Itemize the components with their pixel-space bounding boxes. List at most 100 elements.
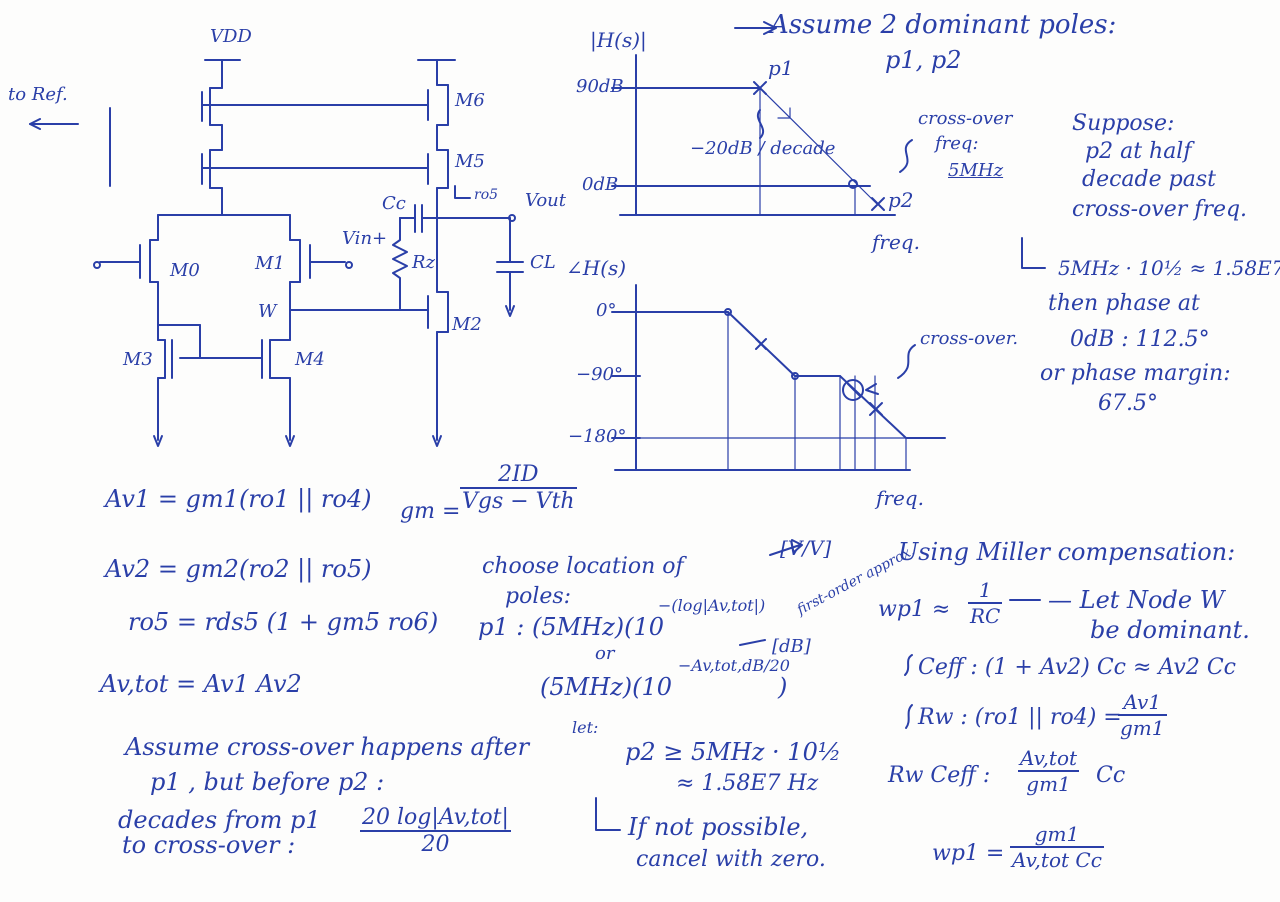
- gm-eq-den: Vgs − Vth: [462, 489, 575, 514]
- pole-p1-label: p1: [768, 56, 794, 80]
- phase-at-0db-line2: 0dB : 112.5°: [1070, 327, 1210, 352]
- m3-label: M3: [123, 349, 153, 370]
- wp1-final-lhs: wp1 =: [932, 841, 1005, 866]
- node-w-note-line2: be dominant.: [1090, 616, 1250, 644]
- mag-0db-tick: 0dB: [582, 174, 619, 195]
- to-ref-label: to Ref.: [8, 84, 68, 105]
- bode-phase-plot: [611, 284, 946, 471]
- phase-minus90-tick: −90°: [576, 364, 623, 385]
- vout-label: Vout: [525, 190, 567, 211]
- crossover-note-line2: p1 , but before p2 :: [150, 768, 385, 796]
- p2-inequality: p2 ≥ 5MHz · 10½: [625, 738, 842, 766]
- crossover-frac-num: 20 log|Av,tot|: [360, 805, 511, 832]
- p1-expression-a: p1 : (5MHz)(10: [478, 613, 665, 641]
- phase-minus180-tick: −180°: [568, 426, 627, 447]
- gm-eq-lhs: gm =: [400, 499, 461, 524]
- p1-exponent-b: −Av,tot,dB/20: [678, 656, 790, 675]
- m1-label: M1: [255, 253, 285, 274]
- rz-label: Rz: [412, 252, 436, 273]
- p2-value: ≈ 1.58E7 Hz: [676, 771, 819, 796]
- rwceff-fraction: Av,tot gm1: [1018, 746, 1080, 796]
- vin-plus-label: Vin+: [342, 228, 388, 249]
- av2-equation: Av2 = gm2(ro2 || ro5): [105, 555, 372, 583]
- unit-db-label: [dB]: [772, 636, 811, 657]
- rwceff-den: gm1: [1026, 772, 1071, 796]
- assume-note-line1: Assume 2 dominant poles:: [770, 10, 1117, 40]
- phase-crossover-label: cross-over.: [920, 328, 1019, 349]
- avtot-equation: Av,tot = Av1 Av2: [100, 670, 302, 698]
- crossover-note-line4: to cross-over :: [122, 831, 296, 859]
- crossover-freq-value: 5MHz: [948, 160, 1004, 181]
- phase-xlabel: freq.: [876, 486, 924, 510]
- mag-xlabel: freq.: [872, 230, 920, 254]
- phase-ylabel: ∠H(s): [566, 256, 627, 280]
- gm-eq-num: 2ID: [460, 462, 577, 489]
- cancel-note-line2: cancel with zero.: [636, 847, 826, 872]
- wp1-approx-den: RC: [970, 604, 1001, 628]
- phase-margin-line1: or phase margin:: [1040, 361, 1231, 386]
- rw-fraction: Av1 gm1: [1118, 690, 1167, 740]
- bode-magnitude-plot: [611, 21, 913, 216]
- ro5-label: ro5: [474, 187, 499, 203]
- node-w-note-line1: — Let Node W: [1048, 586, 1225, 614]
- pole-p2-label: p2: [888, 188, 914, 212]
- suppose-note-line4: cross-over freq.: [1072, 197, 1248, 222]
- miller-title: Using Miller compensation:: [898, 538, 1236, 566]
- av1-equation: Av1 = gm1(ro1 || ro4): [105, 485, 372, 513]
- m0-label: M0: [170, 260, 200, 281]
- p1-exponent-a: −(log|Av,tot|): [658, 596, 766, 615]
- wp1-final-den: Av,tot Cc: [1012, 848, 1102, 872]
- poles-note-line2: poles:: [505, 584, 572, 609]
- note-markers: [595, 237, 1046, 831]
- phase-margin-line2: 67.5°: [1098, 391, 1158, 416]
- cl-label: CL: [530, 252, 556, 273]
- mag-ylabel: |H(s)|: [590, 28, 647, 52]
- crossover-note-line3: decades from p1: [118, 806, 321, 834]
- rwceff-num: Av,tot: [1018, 746, 1080, 772]
- w-node-label: W: [258, 301, 277, 322]
- crossover-note-line1: Assume cross-over happens after: [125, 733, 530, 761]
- suppose-note-line1: Suppose:: [1072, 111, 1175, 136]
- crossover-decades-fraction: 20 log|Av,tot| 20: [360, 805, 511, 857]
- crossover-freq-label1: cross-over: [918, 108, 1013, 129]
- phase-at-0db-line1: then phase at: [1048, 291, 1200, 316]
- cancel-note-line1: If not possible,: [628, 813, 809, 841]
- rw-equation-lhs: Rw : (ro1 || ro4) =: [918, 705, 1122, 730]
- rwceff-lhs: Rw Ceff :: [888, 763, 991, 788]
- wp1-final-num: gm1: [1010, 822, 1104, 848]
- ro5-equation: ro5 = rds5 (1 + gm5 ro6): [128, 608, 439, 636]
- crossover-freq-label2: freq:: [935, 133, 979, 154]
- mag-90db-tick: 90dB: [576, 76, 624, 97]
- ceff-equation: Ceff : (1 + Av2) Cc ≈ Av2 Cc: [918, 655, 1236, 680]
- suppose-calc: 5MHz · 10½ ≈ 1.58E7: [1058, 256, 1280, 280]
- or-label: or: [595, 643, 615, 664]
- rw-den: gm1: [1120, 716, 1165, 740]
- phase-0-tick: 0°: [596, 300, 617, 321]
- suppose-note-line3: decade past: [1082, 167, 1216, 192]
- wp1-approx-fraction: 1 RC: [968, 578, 1003, 628]
- poles-note-line1: choose location of: [482, 554, 684, 579]
- crossover-frac-den: 20: [421, 832, 450, 857]
- wp1-approx-lhs: wp1 ≈: [878, 597, 951, 622]
- rwceff-rhs: Cc: [1096, 763, 1126, 788]
- wp1-final-fraction: gm1 Av,tot Cc: [1010, 822, 1104, 872]
- assume-note-line2: p1, p2: [885, 46, 962, 74]
- m4-label: M4: [295, 349, 325, 370]
- m2-label: M2: [452, 314, 482, 335]
- suppose-note-line2: p2 at half: [1085, 139, 1192, 164]
- m5-label: M5: [455, 151, 485, 172]
- p1-expression-b-close: ): [778, 673, 788, 701]
- slope-annotation: −20dB / decade: [690, 138, 836, 159]
- wp1-approx-num: 1: [968, 578, 1003, 604]
- unit-vv-label: [V/V]: [780, 536, 832, 560]
- let-label: let:: [572, 718, 599, 737]
- cc-label: Cc: [382, 193, 406, 214]
- gm-eq-fraction: 2ID Vgs − Vth: [460, 462, 577, 514]
- rw-num: Av1: [1118, 690, 1167, 716]
- m6-label: M6: [455, 90, 485, 111]
- vdd-label: VDD: [210, 26, 252, 47]
- p1-expression-b: (5MHz)(10: [540, 673, 673, 701]
- circuit-schematic: [29, 59, 524, 447]
